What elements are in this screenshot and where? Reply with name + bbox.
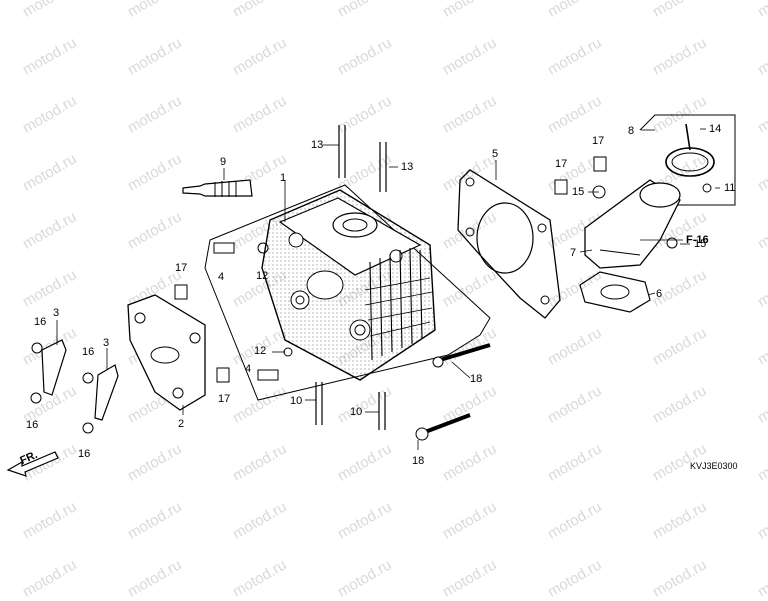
callout-16a: 16 [34, 316, 47, 328]
callout-6: 6 [656, 288, 663, 300]
callout-8: 8 [628, 125, 635, 137]
callout-17a: 17 [175, 262, 188, 274]
intake-insulator [584, 179, 681, 269]
callout-4b: 4 [245, 363, 252, 375]
cam-holder [127, 294, 206, 411]
reference-label: F-16 [686, 234, 709, 246]
front-arrow-icon [6, 451, 59, 477]
callout-18b: 18 [412, 455, 425, 467]
callout-11: 11 [724, 182, 736, 194]
callout-12b: 12 [254, 345, 267, 357]
gasket [457, 169, 561, 319]
callout-3b: 3 [103, 337, 110, 349]
callout-13a: 13 [311, 139, 324, 151]
bracket-outline [639, 114, 736, 206]
callout-2: 2 [178, 418, 185, 430]
diagram-code: KVJ3E0300 [690, 461, 738, 471]
clamp [665, 123, 715, 193]
callout-14: 14 [709, 123, 722, 135]
callout-18a: 18 [470, 373, 483, 385]
intake-gasket [579, 271, 651, 313]
diagram-drawing [6, 114, 736, 477]
callout-13b: 13 [401, 161, 414, 173]
callout-9: 9 [220, 156, 227, 168]
callout-10a: 10 [290, 395, 303, 407]
callout-12a: 12 [256, 270, 269, 282]
callout-3a: 3 [53, 307, 60, 319]
spark-plug [182, 179, 253, 197]
cylinder-head [261, 125, 436, 430]
leader-lines [56, 128, 720, 450]
callout-15a: 15 [572, 186, 585, 198]
callout-17c: 17 [555, 158, 568, 170]
callout-17b: 17 [218, 393, 231, 405]
callout-16c: 16 [26, 419, 39, 431]
callout-1: 1 [280, 172, 287, 184]
callout-15b: 15 [694, 238, 707, 250]
callout-17d: 17 [592, 135, 605, 147]
callout-10b: 10 [350, 406, 363, 418]
rocker-arms [30, 339, 119, 434]
callout-16b: 16 [82, 346, 95, 358]
callout-16d: 16 [78, 448, 91, 460]
callout-7: 7 [570, 247, 577, 259]
callout-4a: 4 [218, 271, 225, 283]
dowel-pins [174, 156, 607, 383]
callout-5: 5 [492, 148, 499, 160]
